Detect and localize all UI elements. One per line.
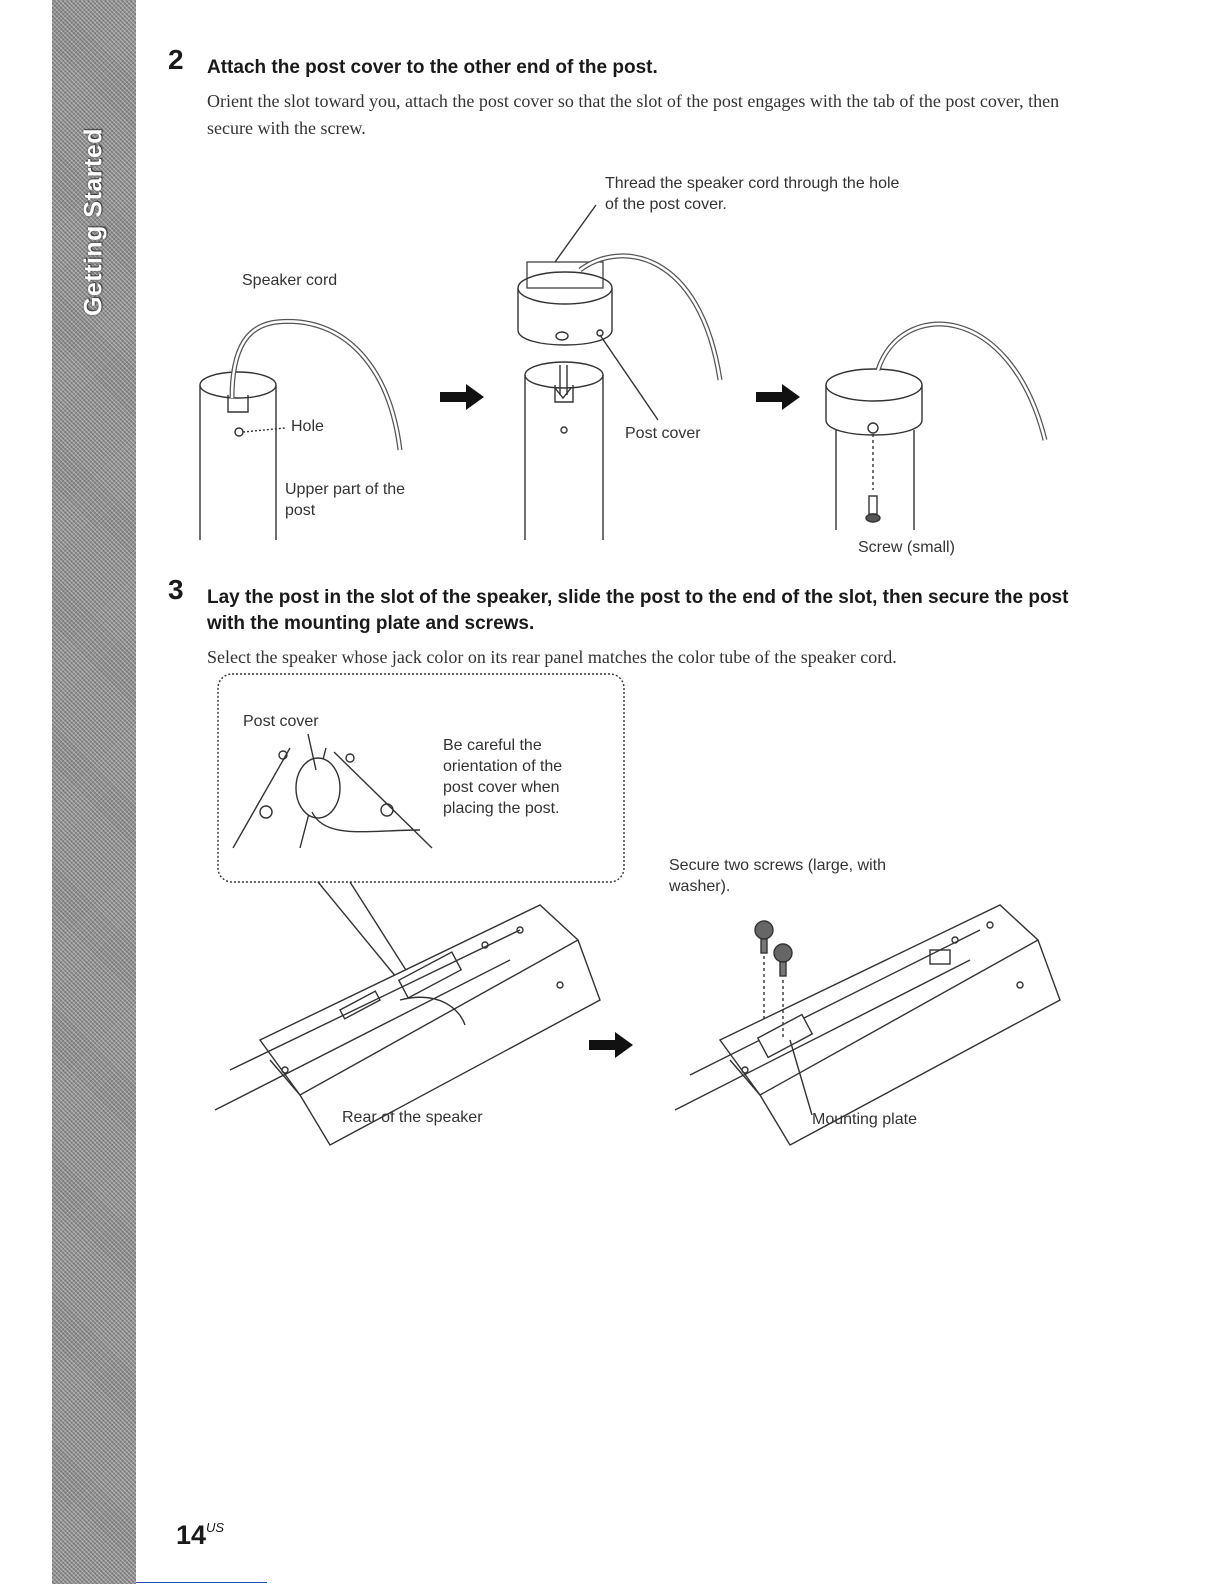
- speaker-cord-label: Speaker cord: [242, 270, 337, 291]
- thread-cord-callout: Thread the speaker cord through the hole…: [605, 173, 905, 215]
- rear-of-speaker-label: Rear of the speaker: [342, 1107, 483, 1128]
- upper-part-label: Upper part of the post: [285, 479, 435, 521]
- inset-post-cover-label: Post cover: [243, 711, 319, 732]
- screw-small-label: Screw (small): [858, 537, 955, 558]
- secure-screws-label: Secure two screws (large, with washer).: [669, 855, 939, 897]
- page-number-suffix: US: [206, 1520, 224, 1535]
- orientation-caution-note: Be careful the orientation of the post c…: [443, 735, 593, 819]
- step-3-title: Lay the post in the slot of the speaker,…: [207, 585, 1087, 637]
- arrow-right-icon: [589, 1032, 633, 1058]
- arrow-right-icon: [440, 384, 484, 410]
- post-cover-label: Post cover: [625, 423, 701, 444]
- hole-label: Hole: [291, 416, 324, 437]
- step-3-number: 3: [168, 574, 184, 606]
- post-cover-secured-drawing: [826, 324, 1045, 530]
- mounting-plate-label: Mounting plate: [812, 1109, 917, 1130]
- arrow-right-icon: [756, 384, 800, 410]
- step-3-body: Select the speaker whose jack color on i…: [207, 644, 1087, 671]
- bottom-rule: [136, 1582, 267, 1583]
- post-with-cover-drawing: [518, 205, 720, 540]
- page-number: 14US: [176, 1520, 224, 1551]
